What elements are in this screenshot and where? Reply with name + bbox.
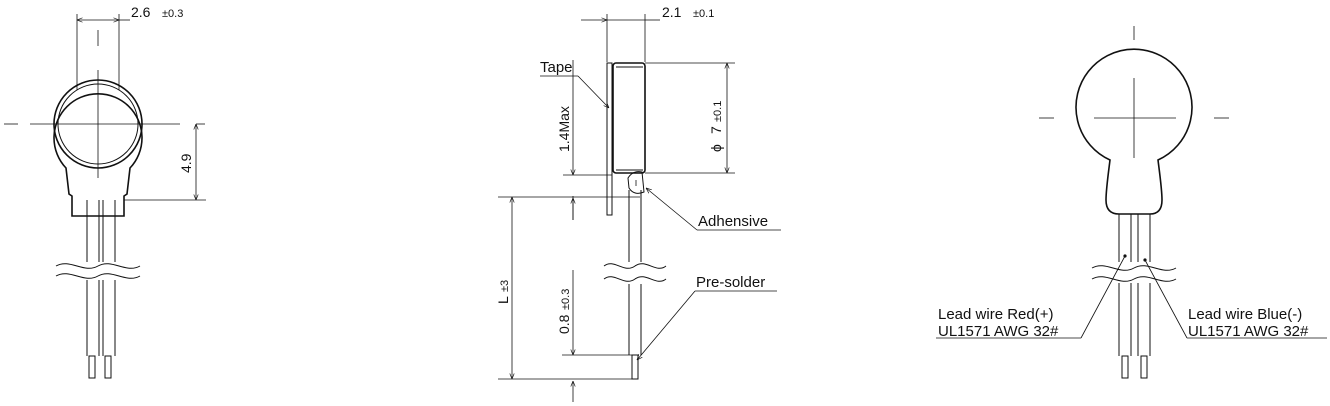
tape-strip bbox=[606, 62, 613, 216]
tape-leader bbox=[577, 75, 609, 108]
length-tolerance: ±3 bbox=[499, 280, 511, 292]
stripped-conductor bbox=[1121, 355, 1129, 379]
presolder-dim-tolerance: ±0.3 bbox=[560, 289, 572, 310]
length-label: L bbox=[495, 296, 511, 304]
sensor-body-side bbox=[612, 62, 646, 174]
right-view: Lead wire Red(+) UL1571 AWG 32# Lead wir… bbox=[936, 26, 1327, 379]
stripped-conductor bbox=[88, 355, 96, 379]
blue-lead-leader bbox=[1144, 259, 1188, 339]
adhesive-blob bbox=[627, 171, 645, 194]
red-lead-label-line2: UL1571 AWG 32# bbox=[938, 323, 1059, 340]
presolder-dim-value: 0.8 bbox=[556, 314, 572, 334]
tape-label: Tape bbox=[540, 59, 573, 76]
presolder-leader bbox=[637, 290, 696, 360]
side-view: 2.1 ±0.1 Tape 1.4Max ϕ 7 ±0.1 bbox=[495, 4, 781, 402]
blue-lead-leader-dot bbox=[1143, 258, 1147, 262]
stripped-conductor bbox=[104, 355, 112, 379]
blue-lead-label-line1: Lead wire Blue(-) bbox=[1188, 306, 1302, 323]
break-line bbox=[1091, 265, 1177, 271]
break-line bbox=[55, 263, 141, 269]
diameter-symbol: ϕ bbox=[708, 144, 724, 152]
red-lead-label-line1: Lead wire Red(+) bbox=[938, 306, 1053, 323]
adhesive-label: Adhensive bbox=[698, 213, 768, 230]
break-line bbox=[55, 273, 141, 279]
width-dim-value: 2.6 bbox=[131, 4, 151, 20]
height-dim-value: 4.9 bbox=[178, 153, 194, 173]
break-line bbox=[603, 276, 667, 282]
tape-max-label: 1.4Max bbox=[556, 106, 572, 152]
diameter-value: 7 bbox=[708, 126, 724, 134]
presolder-label: Pre-solder bbox=[696, 274, 765, 291]
stripped-conductor bbox=[1140, 355, 1148, 379]
left-view: 2.6 ±0.3 4.9 bbox=[4, 4, 206, 379]
blue-lead-label-line2: UL1571 AWG 32# bbox=[1188, 323, 1309, 340]
diameter-tolerance: ±0.1 bbox=[712, 101, 724, 122]
sensor-body-outline bbox=[53, 93, 143, 217]
break-line bbox=[603, 263, 667, 269]
sensor-bulb-outline bbox=[1075, 48, 1193, 215]
thickness-dim-tolerance: ±0.1 bbox=[693, 8, 714, 20]
break-line bbox=[1091, 276, 1177, 282]
width-dim-tolerance: ±0.3 bbox=[162, 8, 183, 20]
red-lead-leader bbox=[1080, 255, 1126, 339]
adhesive-leader bbox=[646, 188, 698, 231]
pre-solder-tip bbox=[631, 354, 639, 380]
red-lead-leader-dot bbox=[1123, 254, 1127, 258]
thickness-dim-value: 2.1 bbox=[662, 4, 682, 20]
